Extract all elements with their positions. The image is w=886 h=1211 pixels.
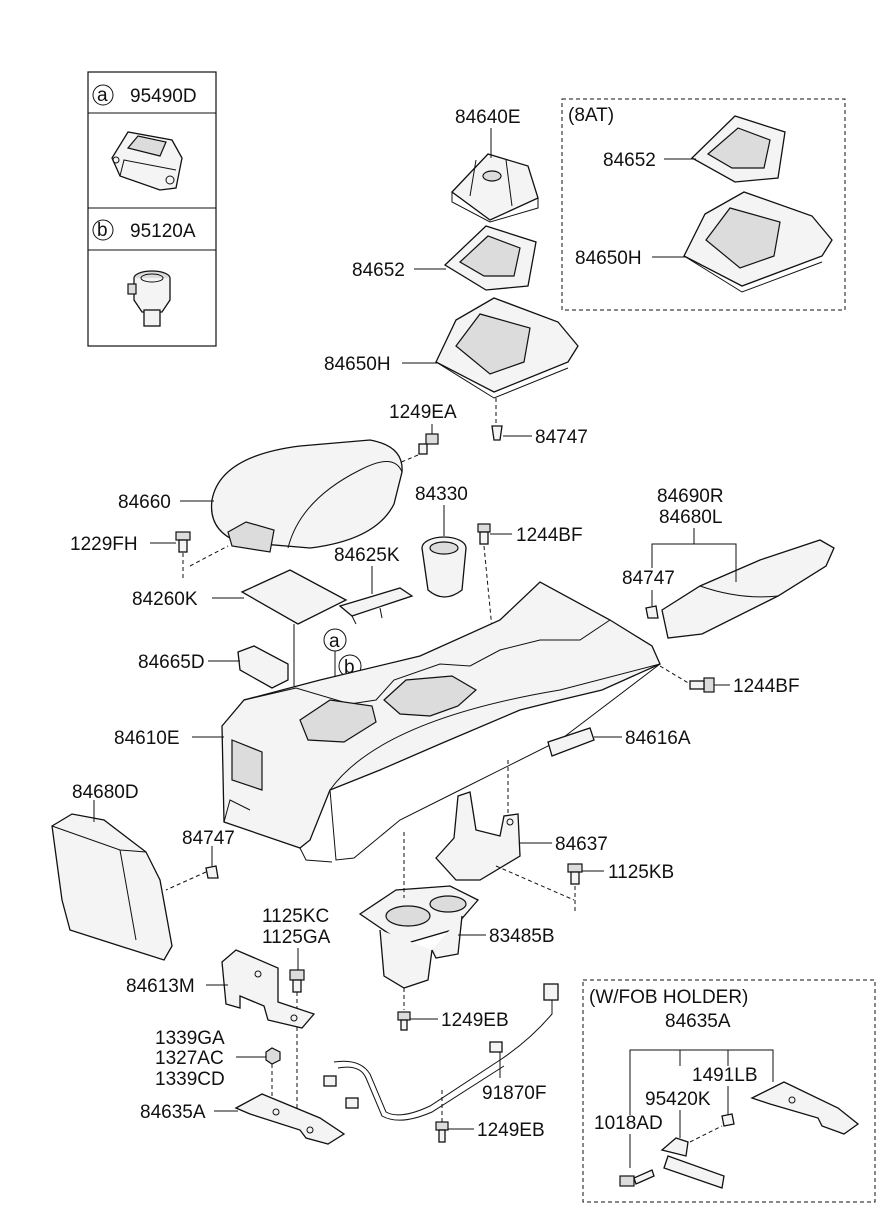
label-84652-8at: 84652	[603, 150, 656, 171]
part-91870F-harness	[323, 983, 559, 1121]
part-84680D	[51, 813, 173, 961]
part-84652	[443, 225, 537, 291]
group-8at: (8AT) 84652 84650H	[561, 98, 846, 311]
label-84613M: 84613M	[126, 976, 195, 997]
label-1244BF-right: 1244BF	[733, 676, 800, 697]
label-1339CD: 1339CD	[155, 1069, 225, 1090]
label-84650H-8at: 84650H	[575, 248, 642, 269]
label-84637: 84637	[555, 834, 608, 855]
label-1491LB: 1491LB	[692, 1065, 758, 1086]
switch-module-icon	[111, 131, 183, 191]
power-outlet-icon	[127, 270, 171, 327]
part-84260K	[240, 569, 348, 625]
label-84260K: 84260K	[132, 589, 198, 610]
clip-84747-mid	[645, 605, 659, 619]
label-84680L: 84680L	[659, 507, 722, 528]
label-83485B: 83485B	[489, 926, 555, 947]
callout-a: a	[329, 631, 340, 652]
legend-code-b: 95120A	[130, 221, 196, 242]
part-84613M	[221, 949, 316, 1029]
callout-b: b	[344, 657, 355, 678]
label-84652: 84652	[352, 260, 405, 281]
part-95420K-holder	[660, 1137, 725, 1189]
part-84616A	[547, 727, 595, 757]
label-1125KB: 1125KB	[608, 862, 674, 883]
label-1229FH: 1229FH	[70, 534, 138, 555]
legend-callout-a: a	[97, 85, 108, 106]
label-1244BF-top: 1244BF	[516, 525, 583, 546]
part-84690R-84680L	[661, 539, 835, 639]
label-1125GA: 1125GA	[262, 927, 331, 948]
bolt-1229FH	[175, 531, 191, 553]
part-84660-armrest	[210, 439, 403, 553]
part-1491LB-clip	[721, 1113, 735, 1127]
label-84747-mid: 84747	[622, 568, 675, 589]
part-84637	[435, 791, 521, 881]
part-84610E-console	[221, 581, 661, 863]
label-84635A-left: 84635A	[140, 1102, 206, 1123]
legend-box: a 95490D b 95120A	[87, 71, 217, 347]
bolt-1244BF-top	[477, 523, 491, 545]
label-84660: 84660	[118, 492, 171, 513]
bolt-1249EB-low	[435, 1121, 449, 1143]
part-84650H-8at	[683, 191, 833, 293]
label-84625K: 84625K	[334, 545, 400, 566]
legend-callout-b-circle	[92, 219, 114, 241]
part-84650H	[435, 297, 579, 399]
label-1249EB-low: 1249EB	[477, 1120, 545, 1141]
label-1249EB-mid: 1249EB	[441, 1010, 509, 1031]
label-1249EA: 1249EA	[389, 402, 457, 423]
label-84680D: 84680D	[72, 782, 139, 803]
part-84640E	[451, 153, 539, 223]
label-84616A: 84616A	[625, 728, 691, 749]
clip-84747-top	[491, 425, 503, 441]
bolt-1244BF-right	[689, 677, 715, 693]
part-84330	[421, 536, 467, 598]
bolt-1249EB-mid	[397, 1011, 411, 1031]
label-84747-top: 84747	[535, 427, 588, 448]
legend-callout-a-circle	[92, 84, 114, 106]
label-84635A-fob: 84635A	[665, 1011, 731, 1032]
bolt-1125KC-1125GA	[289, 969, 305, 993]
legend-code-a: 95490D	[130, 86, 197, 107]
clip-84747-low	[205, 865, 219, 879]
label-84330: 84330	[415, 484, 468, 505]
label-84690R: 84690R	[657, 486, 724, 507]
label-1339GA: 1339GA	[155, 1028, 225, 1049]
label-84640E: 84640E	[455, 107, 521, 128]
part-83485B	[358, 885, 480, 989]
group-fob-holder: (W/FOB HOLDER) 84635A 1491LB 95420K 1018…	[582, 979, 876, 1203]
group-fob-title: (W/FOB HOLDER)	[589, 987, 748, 1008]
bolt-1249EA	[418, 433, 439, 455]
label-84747-low: 84747	[182, 828, 235, 849]
label-1018AD: 1018AD	[594, 1113, 663, 1134]
legend-callout-b: b	[97, 220, 108, 241]
part-84635A-left	[234, 1093, 346, 1145]
label-95420K: 95420K	[645, 1089, 711, 1110]
part-84635A-fob-bracket	[750, 1081, 860, 1135]
bolt-1125KB	[567, 863, 583, 885]
part-84625K	[338, 587, 414, 625]
part-84665D	[237, 645, 289, 689]
group-8at-title: (8AT)	[568, 105, 614, 126]
label-1125KC: 1125KC	[262, 906, 329, 927]
label-91870F: 91870F	[482, 1083, 546, 1104]
label-84650H: 84650H	[324, 354, 391, 375]
part-84652-8at	[690, 115, 786, 183]
label-84665D: 84665D	[138, 652, 205, 673]
screw-1018AD	[619, 1169, 655, 1187]
label-1327AC: 1327AC	[155, 1048, 224, 1069]
label-84610E: 84610E	[114, 728, 180, 749]
nut-1327AC	[265, 1047, 281, 1065]
